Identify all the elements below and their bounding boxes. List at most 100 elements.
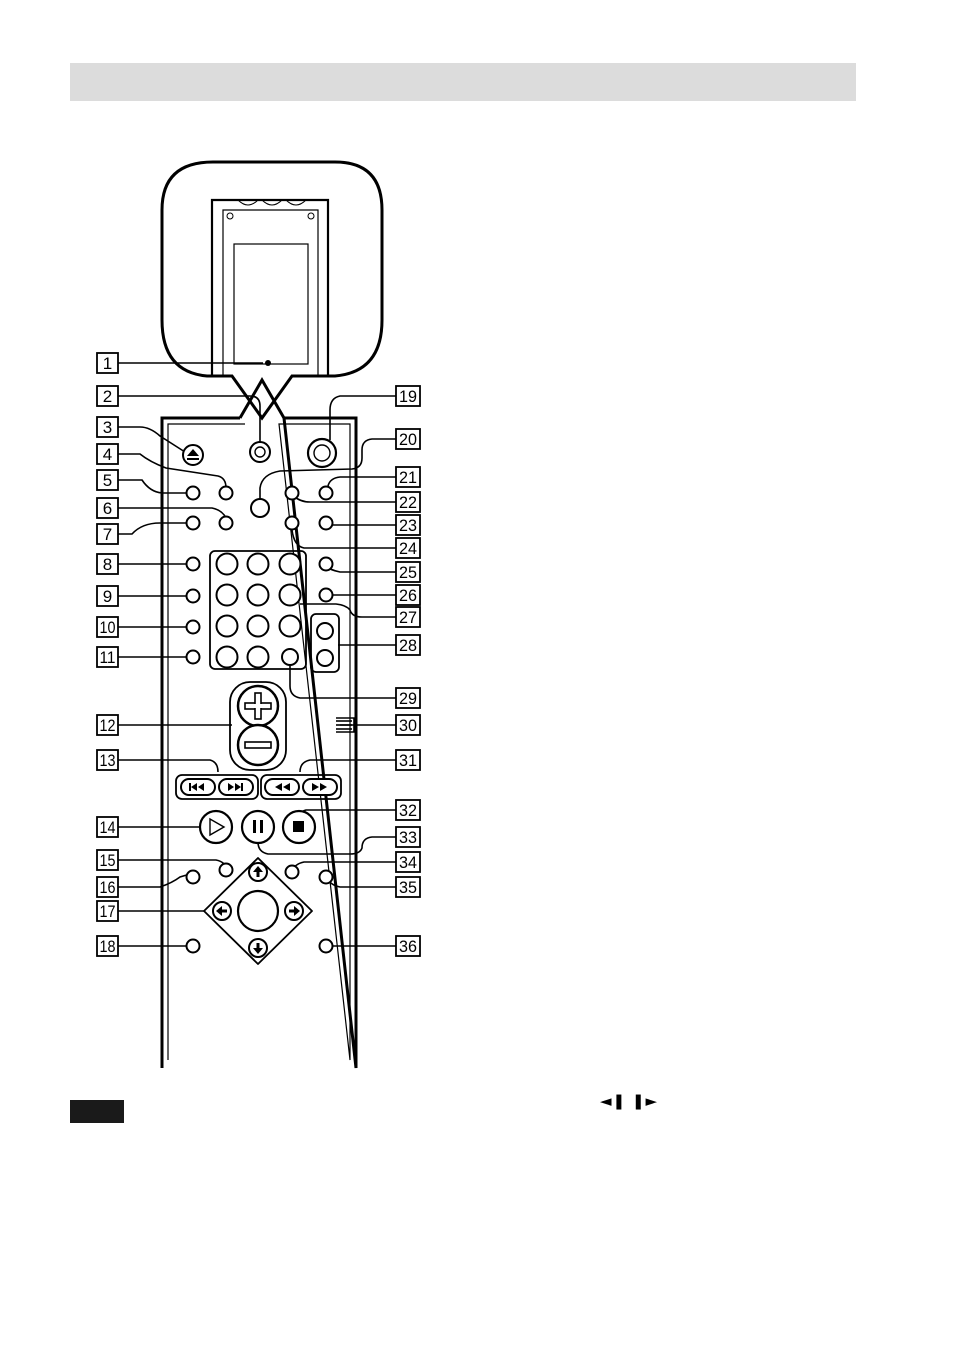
button-11 (187, 651, 200, 664)
button-24 (286, 517, 299, 530)
button-34 (286, 866, 299, 879)
callout-28: 28 (396, 635, 420, 655)
number-key (217, 647, 238, 668)
button-5 (187, 487, 200, 500)
callouts-left: 1 2 3 4 5 6 7 8 9 10 11 12 13 14 15 16 1… (97, 353, 118, 956)
callout-4: 4 (97, 444, 118, 464)
open-close-button (250, 442, 270, 462)
svg-text:33: 33 (399, 828, 417, 847)
callout-14: 14 (97, 817, 118, 837)
callout-19: 19 (396, 386, 420, 406)
callout-29: 29 (396, 688, 420, 708)
callout-6: 6 (97, 498, 118, 518)
svg-text:14: 14 (100, 818, 116, 837)
callout-3: 3 (97, 417, 118, 437)
back-switch-dot (265, 360, 271, 366)
callout-1: 1 (97, 353, 118, 373)
svg-text:2: 2 (103, 387, 112, 406)
button-4 (220, 487, 233, 500)
number-key (248, 616, 269, 637)
callout-25: 25 (396, 562, 420, 582)
callout-10: 10 (97, 617, 118, 637)
callout-36: 36 (396, 936, 420, 956)
right-arrow-button (285, 902, 303, 920)
callout-2: 2 (97, 386, 118, 406)
svg-text:6: 6 (103, 499, 112, 518)
callout-5: 5 (97, 470, 118, 490)
callout-11: 11 (97, 647, 118, 667)
number-key (248, 554, 269, 575)
button-6 (220, 517, 233, 530)
number-key (217, 554, 238, 575)
stop-button (283, 811, 315, 843)
button-26 (320, 589, 333, 602)
svg-text:25: 25 (399, 563, 417, 582)
svg-text:1: 1 (103, 354, 112, 373)
svg-text:35: 35 (399, 878, 417, 897)
callout-15: 15 (97, 850, 118, 870)
callout-13: 13 (97, 750, 118, 770)
svg-text:13: 13 (100, 751, 116, 770)
callout-21: 21 (396, 467, 420, 487)
button-28-bottom (317, 650, 333, 666)
svg-text:18: 18 (100, 937, 116, 956)
number-key (280, 585, 301, 606)
fast-forward-button (303, 779, 337, 795)
svg-text:17: 17 (100, 902, 116, 921)
callout-32: 32 (396, 800, 420, 820)
stop-icon (293, 821, 304, 832)
number-key (280, 554, 301, 575)
svg-text:8: 8 (103, 555, 112, 574)
play-button (200, 811, 232, 843)
callout-33: 33 (396, 827, 420, 847)
button-21 (320, 487, 333, 500)
skip-next-button (219, 779, 253, 795)
down-arrow-button (249, 939, 267, 957)
up-arrow-button (249, 863, 267, 881)
svg-text:32: 32 (399, 801, 417, 820)
frame-step-icons: ◄❚ ❚► (600, 1092, 658, 1110)
callout-8: 8 (97, 554, 118, 574)
number-key (280, 616, 301, 637)
svg-text:9: 9 (103, 587, 112, 606)
button-7 (187, 517, 200, 530)
callout-23: 23 (396, 515, 420, 535)
button-9 (187, 590, 200, 603)
number-key (248, 647, 269, 668)
slide-switch (336, 718, 354, 732)
callout-22: 22 (396, 492, 420, 512)
svg-text:7: 7 (103, 525, 112, 544)
button-10 (187, 621, 200, 634)
button-35 (320, 871, 333, 884)
button-28-top (317, 623, 333, 639)
callout-31: 31 (396, 750, 420, 770)
svg-text:11: 11 (100, 648, 116, 667)
number-key (217, 616, 238, 637)
callout-7: 7 (97, 524, 118, 544)
callout-9: 9 (97, 586, 118, 606)
button-25 (320, 558, 333, 571)
left-arrow-button (213, 902, 231, 920)
button-16 (187, 871, 200, 884)
select-center-button (238, 891, 278, 931)
callout-34: 34 (396, 852, 420, 872)
number-key (248, 585, 269, 606)
button-22 (286, 487, 299, 500)
svg-text:36: 36 (399, 937, 417, 956)
callout-24: 24 (396, 538, 420, 558)
svg-text:23: 23 (399, 516, 417, 535)
minus-icon (245, 742, 271, 748)
callout-12: 12 (97, 715, 118, 735)
svg-text:3: 3 (103, 418, 112, 437)
svg-text:28: 28 (399, 636, 417, 655)
pause-button (242, 811, 274, 843)
skip-previous-button (181, 779, 215, 795)
button-15 (220, 864, 233, 877)
svg-text:10: 10 (100, 618, 116, 637)
svg-text:31: 31 (399, 751, 417, 770)
svg-text:15: 15 (100, 851, 116, 870)
svg-text:5: 5 (103, 471, 112, 490)
callout-35: 35 (396, 877, 420, 897)
svg-text:16: 16 (100, 878, 116, 897)
